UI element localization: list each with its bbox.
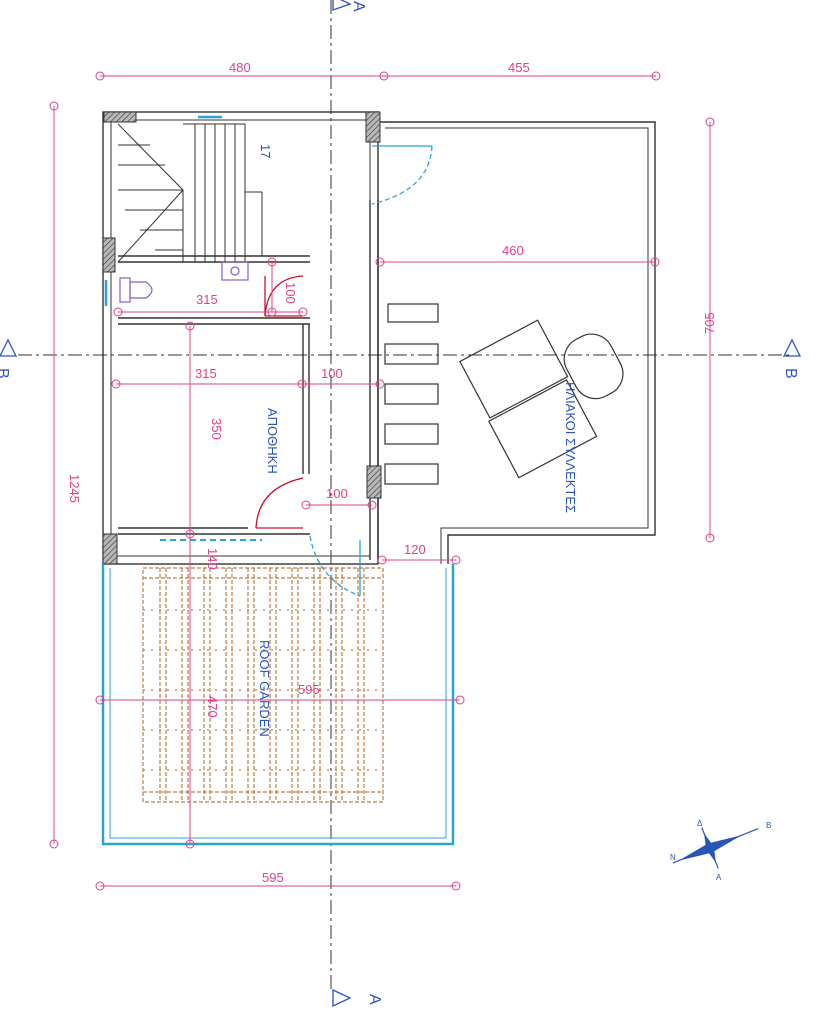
compass-d: Δ bbox=[697, 819, 703, 828]
pergola bbox=[142, 567, 384, 803]
dim-door-width: 100 bbox=[326, 486, 348, 501]
section-marker-a-top: A bbox=[332, 0, 367, 12]
dim-corridor-width: 100 bbox=[321, 366, 343, 381]
dim-small: 140 bbox=[205, 548, 220, 570]
section-b-right-label: B bbox=[782, 368, 799, 379]
solar-panels bbox=[384, 303, 624, 485]
room-solar-label: ΗΛΙΑΚΟΙ ΣΥΛΛΕΚΤΕΣ bbox=[563, 382, 578, 513]
corridor-door bbox=[309, 535, 361, 597]
section-a-bottom-label: A bbox=[366, 994, 383, 1005]
staircase bbox=[117, 123, 263, 263]
dim-left-total: 1245 bbox=[67, 474, 82, 503]
dim-top-left: 480 bbox=[229, 60, 251, 75]
storage-door bbox=[255, 477, 304, 529]
room-roof-garden-label: ROOF GARDEN bbox=[257, 640, 272, 737]
compass-icon bbox=[672, 827, 759, 869]
roof-garden-border bbox=[101, 564, 455, 846]
dim-step: 120 bbox=[404, 542, 426, 557]
dim-wc-width: 315 bbox=[196, 292, 218, 307]
dim-store-width: 315 bbox=[195, 366, 217, 381]
dim-right-height: 705 bbox=[702, 312, 717, 334]
dim-store-height: 350 bbox=[209, 418, 224, 440]
dim-garden-width: 595 bbox=[298, 682, 320, 697]
section-b-left-label: B bbox=[0, 368, 11, 379]
compass-n: N bbox=[670, 853, 676, 862]
dim-wc-door: 100 bbox=[283, 282, 298, 304]
dim-top-right: 455 bbox=[508, 60, 530, 75]
section-marker-a-bottom: A bbox=[332, 988, 383, 1008]
stair-number: 17 bbox=[258, 144, 273, 158]
section-marker-b-left: B bbox=[0, 338, 18, 379]
building-walls bbox=[102, 111, 656, 565]
room-storage-label: ΑΠΟΘΗΚΗ bbox=[265, 408, 280, 474]
wc-fixtures bbox=[119, 261, 249, 303]
section-axes bbox=[18, 0, 790, 990]
dim-terrace-width: 460 bbox=[502, 243, 524, 258]
entrance-door bbox=[371, 145, 433, 205]
compass-b: B bbox=[766, 821, 771, 830]
columns bbox=[102, 111, 382, 565]
section-a-top-label: A bbox=[350, 1, 367, 12]
section-marker-b-right: B bbox=[782, 338, 802, 379]
dim-bottom: 595 bbox=[262, 870, 284, 885]
dimension-lines bbox=[49, 71, 715, 891]
dim-garden-height: 470 bbox=[205, 696, 220, 718]
compass-a: A bbox=[716, 873, 722, 882]
